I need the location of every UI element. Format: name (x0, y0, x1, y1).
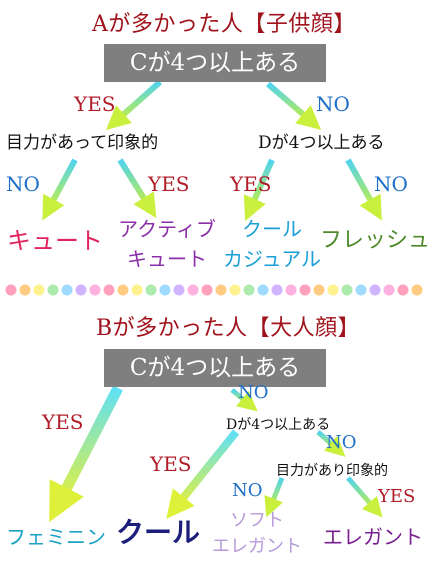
result-soft-elegant: ソフト エレガント (212, 510, 302, 557)
result-cute: キュート (7, 227, 103, 255)
divider-dot (411, 284, 423, 296)
divider-dot (355, 284, 367, 296)
divider-dot (173, 284, 185, 296)
divider-dot (229, 284, 241, 296)
divider-dot (47, 284, 59, 296)
divider-dot (187, 284, 199, 296)
result-cool: クール (116, 516, 201, 549)
divider-dot (33, 284, 45, 296)
section-a-root-box: Cが4つ以上ある (104, 44, 326, 82)
arrow-a-left-no (42, 158, 78, 221)
section-b-q2-no: NO (326, 432, 357, 453)
arrow-a-left-yes (117, 158, 157, 219)
divider-dot (215, 284, 227, 296)
divider-dot (117, 284, 129, 296)
arrow-b-q2-no (316, 430, 346, 457)
result-elegant: エレガント (323, 525, 423, 549)
section-b-yes-label: YES (42, 410, 84, 434)
arrow-b-q3-yes (346, 476, 383, 518)
divider-dot (201, 284, 213, 296)
arrow-a-root-yes (106, 79, 162, 130)
section-a-left-question: 目力があって印象的 (6, 133, 159, 153)
section-b-q3: 目力があり印象的 (276, 463, 388, 479)
divider-dot (341, 284, 353, 296)
divider-dot (159, 284, 171, 296)
arrow-a-right-yes (243, 158, 275, 221)
result-fresh: フレッシュ (320, 228, 430, 253)
divider-dot (397, 284, 409, 296)
section-a-yes-label: YES (74, 92, 116, 116)
divider-dot (61, 284, 73, 296)
section-b-q3-yes: YES (378, 486, 416, 507)
section-a-right-no: NO (374, 172, 408, 196)
dotted-divider (5, 284, 423, 296)
arrow-a-root-no (266, 81, 322, 130)
section-b-q2: Dが4つ以上ある (226, 417, 331, 433)
divider-dot (89, 284, 101, 296)
section-a-right-yes: YES (230, 172, 272, 196)
result-cool-casual: クール カジュアル (223, 217, 321, 271)
arrow-a-right-no (345, 158, 382, 221)
divider-dot (145, 284, 157, 296)
divider-dot (131, 284, 143, 296)
section-a-title: Aが多かった人【子供顔】 (92, 12, 356, 37)
section-a-left-yes: YES (148, 172, 190, 196)
divider-dot (313, 284, 325, 296)
divider-dot (257, 284, 269, 296)
divider-dot (299, 284, 311, 296)
section-a-left-no: NO (6, 172, 40, 196)
arrow-b-root-yes (49, 385, 123, 523)
section-a-no-label: NO (316, 92, 350, 116)
section-b-root-box: Cが4つ以上ある (104, 349, 326, 387)
section-b-q2-yes: YES (150, 452, 192, 476)
result-feminine: フェミニン (6, 525, 106, 549)
divider-dot (5, 284, 17, 296)
section-a-right-question: Dが4つ以上ある (258, 133, 385, 153)
arrow-b-q2-yes (166, 429, 240, 519)
divider-dot (271, 284, 283, 296)
arrow-b-q3-no (264, 477, 285, 518)
result-active-cute: アクティブ キュート (118, 217, 216, 271)
section-b-no-label: NO (238, 382, 269, 403)
section-b-q3-no: NO (232, 480, 263, 501)
divider-dot (327, 284, 339, 296)
divider-dot (19, 284, 31, 296)
divider-dot (243, 284, 255, 296)
divider-dot (383, 284, 395, 296)
divider-dot (285, 284, 297, 296)
section-b-title: Bが多かった人【大人顔】 (96, 316, 361, 341)
arrow-b-root-no (230, 388, 258, 412)
divider-dot (75, 284, 87, 296)
divider-dot (369, 284, 381, 296)
divider-dot (103, 284, 115, 296)
